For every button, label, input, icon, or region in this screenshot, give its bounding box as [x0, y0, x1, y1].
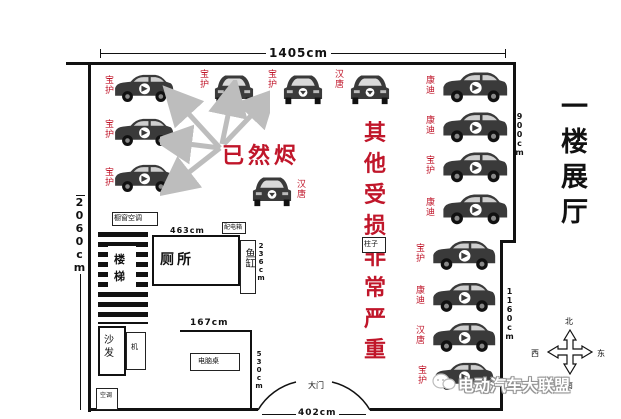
- sofa: [98, 326, 126, 376]
- pillar: [362, 237, 386, 253]
- compass-arrows-icon: [546, 328, 594, 376]
- cabinet-box: [112, 212, 158, 226]
- car-right-4: [440, 192, 508, 226]
- distribution-label: 配电箱: [224, 224, 243, 231]
- car-right-7-label: 汉唐: [416, 326, 426, 346]
- left-dimension-tick: [76, 195, 85, 196]
- main-door-label: 大门: [308, 381, 324, 390]
- fish-tank-label: 鱼缸: [243, 248, 254, 268]
- watermark-logo-icon: [432, 372, 456, 392]
- sofa-label: 沙发: [104, 335, 114, 359]
- car-top-3: [348, 70, 392, 106]
- wall-top: [66, 62, 516, 65]
- car-right-3: [440, 150, 508, 184]
- car-top-3-label: 汉唐: [335, 70, 345, 90]
- car-top-2-label: 宝护: [268, 70, 278, 90]
- car-right-5: [430, 238, 496, 272]
- top-dimension-label: 1405cm: [266, 46, 332, 60]
- pillar-label: 柱子: [364, 240, 378, 248]
- bottom-left-box-label: 空调: [100, 392, 113, 399]
- compass-west: 西: [531, 349, 539, 358]
- car-middle-label: 汉唐: [297, 180, 307, 200]
- desk-height-dimension-label: 530cm: [255, 350, 263, 390]
- computer-desk-label: 电脑桌: [198, 357, 219, 365]
- small-cabinet-label: 机: [131, 343, 138, 351]
- toilet-dimension-label: 463cm: [170, 226, 205, 235]
- compass: [540, 322, 600, 382]
- desk-wall-horizontal: [180, 330, 250, 332]
- fish-tank: [240, 240, 256, 294]
- top-dimension-tick-right: [505, 49, 506, 58]
- stairs-label: 楼梯: [114, 253, 125, 283]
- fish-tank-dimension-label: 236cm: [257, 242, 265, 282]
- toilet-label: 厕所: [160, 252, 194, 268]
- page-title: 一楼展厅: [556, 92, 587, 232]
- watermark-text: 电动汽车大联盟: [458, 376, 571, 395]
- wall-left: [88, 62, 91, 412]
- car-right-6: [430, 280, 496, 314]
- car-right-6-label: 康迪: [416, 286, 426, 306]
- bottom-left-box: [96, 388, 118, 410]
- wall-right-upper: [513, 62, 516, 242]
- car-right-1-label: 康迪: [426, 76, 436, 96]
- burned-label: 已然烬: [222, 144, 301, 169]
- car-right-3-label: 宝护: [426, 156, 436, 176]
- right-lower-dimension-label: 1160cm: [505, 287, 514, 341]
- desk-wall-vertical: [250, 330, 252, 410]
- car-right-8-label: 宝护: [418, 366, 428, 386]
- right-upper-dimension-label: 900cm: [515, 112, 524, 157]
- wall-right-lower: [500, 240, 503, 410]
- car-left-3-label: 宝护: [105, 168, 115, 188]
- toilet-room: [152, 235, 240, 286]
- car-top-2: [281, 70, 325, 106]
- car-right-2-label: 康迪: [426, 116, 436, 136]
- compass-south: 南: [565, 381, 573, 390]
- main-door-arcs: [257, 381, 371, 411]
- car-left-1-label: 宝护: [105, 76, 115, 96]
- car-left-2-label: 宝护: [105, 120, 115, 140]
- cabinet-label: 橱窗空调: [114, 214, 142, 222]
- car-right-7: [430, 320, 496, 354]
- left-dimension-line: [80, 195, 81, 410]
- car-top-1-label: 宝护: [200, 70, 210, 90]
- compass-east: 东: [597, 349, 605, 358]
- wall-right-step: [500, 240, 516, 243]
- compass-north: 北: [565, 317, 573, 326]
- distribution-box: [222, 222, 246, 234]
- computer-desk: [190, 353, 240, 371]
- desk-dimension-label: 167cm: [190, 318, 229, 328]
- burned-arrows: [160, 80, 270, 197]
- wall-bottom-left: [88, 408, 258, 411]
- car-right-1: [440, 70, 508, 104]
- left-dimension-label: 2060cm: [73, 196, 86, 274]
- car-right-5-label: 宝护: [416, 244, 426, 264]
- wall-bottom-right: [370, 408, 503, 411]
- door-dimension-label: 402cm: [296, 408, 339, 418]
- small-cabinet: [126, 332, 146, 370]
- stairs-label-bg: [108, 246, 136, 290]
- top-dimension-tick-left: [100, 49, 101, 58]
- car-right-2: [440, 110, 508, 144]
- car-right-4-label: 康迪: [426, 198, 436, 218]
